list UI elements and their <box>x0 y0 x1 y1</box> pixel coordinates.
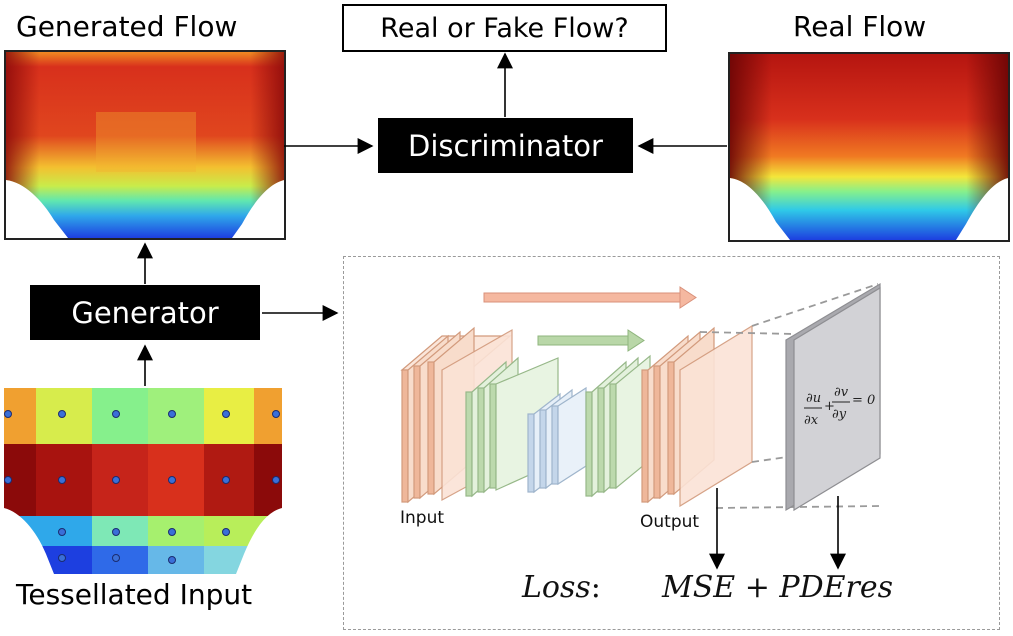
skip-arrow-middle <box>537 329 645 352</box>
loss-expression: MSE + PDEres <box>662 570 894 605</box>
network-detail-box <box>343 256 1000 630</box>
output-label: Output <box>640 512 700 532</box>
loss-colon: : <box>590 570 601 605</box>
svg-text:+: + <box>824 399 835 414</box>
real-flow-image <box>728 52 1010 242</box>
real-flow-label: Real Flow <box>793 10 927 43</box>
svg-text:∂u: ∂u <box>806 391 821 406</box>
svg-text:∂x: ∂x <box>804 413 819 428</box>
loss-label: Loss: <box>522 570 601 605</box>
generator-box: Generator <box>30 285 260 340</box>
discriminator-box: Discriminator <box>378 118 633 173</box>
pde-panel <box>785 282 881 512</box>
svg-text:∂v: ∂v <box>834 385 849 400</box>
tessellated-input-image <box>4 388 282 574</box>
decoder-block-2 <box>585 354 651 498</box>
input-label: Input <box>400 508 445 528</box>
projection-lines <box>699 283 881 509</box>
generated-flow-label: Generated Flow <box>16 10 238 43</box>
tessellated-input-label: Tessellated Input <box>16 578 253 611</box>
loss-word: Loss <box>522 570 591 605</box>
svg-text:= 0: = 0 <box>852 393 875 408</box>
real-or-fake-box: Real or Fake Flow? <box>342 4 667 52</box>
generated-flow-image <box>4 50 286 240</box>
pde-equation: ∂u ∂x + ∂v ∂y = 0 <box>804 385 875 428</box>
bottleneck-block <box>527 386 587 494</box>
real-or-fake-text: Real or Fake Flow? <box>380 12 629 44</box>
skip-arrow-top <box>483 286 697 309</box>
discriminator-label: Discriminator <box>408 128 603 163</box>
generator-label: Generator <box>71 295 219 330</box>
svg-text:∂y: ∂y <box>832 407 847 422</box>
decoder-block-1 <box>641 324 753 508</box>
